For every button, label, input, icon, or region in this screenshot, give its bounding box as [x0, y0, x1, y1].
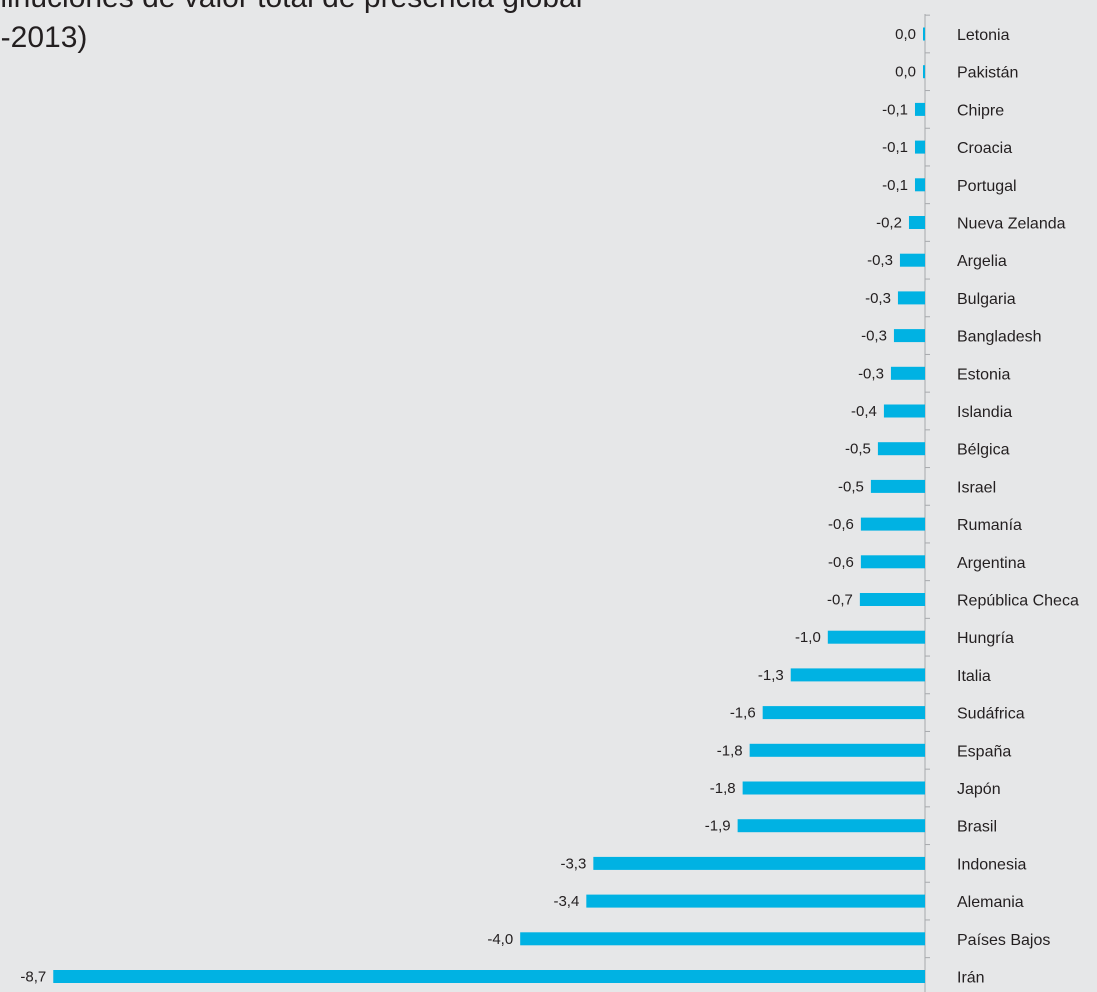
- category-label: Argelia: [957, 253, 1007, 270]
- category-label: Islandia: [957, 404, 1012, 421]
- bar-argelia: [899, 253, 925, 267]
- chart-title-line-1: minuciones de valor total de presencia g…: [0, 0, 760, 18]
- bar-chipre: [914, 102, 925, 116]
- bar-italia: [790, 668, 925, 682]
- bar-hungría: [827, 630, 925, 644]
- category-label: Rumanía: [957, 517, 1022, 534]
- value-label: -0,3: [858, 365, 884, 382]
- bar-indonesia: [593, 856, 925, 870]
- chart-title: minuciones de valor total de presencia g…: [0, 0, 760, 58]
- bar-israel: [870, 479, 925, 493]
- value-label: -0,3: [865, 290, 891, 307]
- bar-islandia: [883, 404, 925, 418]
- value-label: 0,0: [895, 26, 916, 43]
- category-label: Países Bajos: [957, 932, 1050, 949]
- category-label: Letonia: [957, 27, 1010, 44]
- category-label: Sudáfrica: [957, 706, 1025, 723]
- value-label: -0,5: [845, 441, 871, 458]
- value-label: 0,0: [895, 64, 916, 81]
- category-label: Bélgica: [957, 442, 1010, 459]
- value-label: -1,8: [710, 780, 736, 797]
- category-label: Irán: [957, 970, 985, 987]
- value-label: -0,6: [828, 516, 854, 533]
- bar-república-checa: [859, 593, 925, 606]
- category-label: Chipre: [957, 102, 1004, 119]
- value-label: -0,3: [861, 328, 887, 345]
- value-label: -1,3: [758, 667, 784, 684]
- value-label: -8,7: [20, 969, 46, 986]
- bar-brasil: [737, 819, 925, 833]
- value-label: -1,0: [795, 629, 821, 646]
- category-label: Israel: [957, 479, 996, 496]
- value-label: -0,1: [882, 101, 908, 118]
- value-label: -4,0: [487, 931, 513, 948]
- bar-argentina: [860, 555, 925, 569]
- value-label: -0,6: [828, 554, 854, 571]
- value-label: -3,4: [553, 893, 579, 910]
- value-label: -0,2: [876, 215, 902, 232]
- bar-irán: [53, 970, 925, 983]
- category-label: Bulgaria: [957, 291, 1016, 308]
- bar-bulgaria: [897, 291, 925, 305]
- bar-bangladesh: [893, 329, 925, 343]
- category-label: Indonesia: [957, 856, 1026, 873]
- value-label: -0,1: [882, 177, 908, 194]
- bar-países-bajos: [520, 932, 925, 946]
- bar-pakistán: [922, 65, 925, 79]
- value-label: -0,1: [882, 139, 908, 156]
- bar-letonia: [922, 27, 925, 41]
- category-label: República Checa: [957, 593, 1079, 610]
- bar-estonia: [890, 366, 925, 380]
- category-label: Pakistán: [957, 65, 1018, 82]
- bar-bélgica: [877, 442, 925, 456]
- value-label: -1,9: [705, 818, 731, 835]
- bar-japón: [742, 781, 925, 795]
- value-label: -1,6: [730, 705, 756, 722]
- bar-portugal: [914, 178, 925, 192]
- bar-nueva-zelanda: [908, 216, 925, 229]
- bar-alemania: [586, 894, 925, 908]
- category-label: Argentina: [957, 555, 1026, 572]
- value-label: -3,3: [560, 855, 586, 872]
- bar-rumanía: [860, 517, 925, 531]
- value-label: -0,3: [867, 252, 893, 269]
- category-label: Brasil: [957, 819, 997, 836]
- category-label: España: [957, 743, 1011, 760]
- category-label: Estonia: [957, 366, 1010, 383]
- value-label: -0,7: [827, 592, 853, 609]
- bar-españa: [749, 743, 925, 757]
- category-label: Portugal: [957, 178, 1017, 195]
- bar-sudáfrica: [762, 706, 925, 720]
- category-label: Croacia: [957, 140, 1012, 157]
- category-label: Japón: [957, 781, 1001, 798]
- bar-croacia: [914, 140, 925, 154]
- category-label: Nueva Zelanda: [957, 216, 1066, 233]
- value-label: -0,5: [838, 478, 864, 495]
- category-label: Hungría: [957, 630, 1014, 647]
- chart-title-line-2: 2-2013): [0, 21, 88, 54]
- category-label: Italia: [957, 668, 991, 685]
- value-label: -0,4: [851, 403, 877, 420]
- value-label: -1,8: [717, 742, 743, 759]
- category-label: Alemania: [957, 894, 1024, 911]
- category-label: Bangladesh: [957, 329, 1042, 346]
